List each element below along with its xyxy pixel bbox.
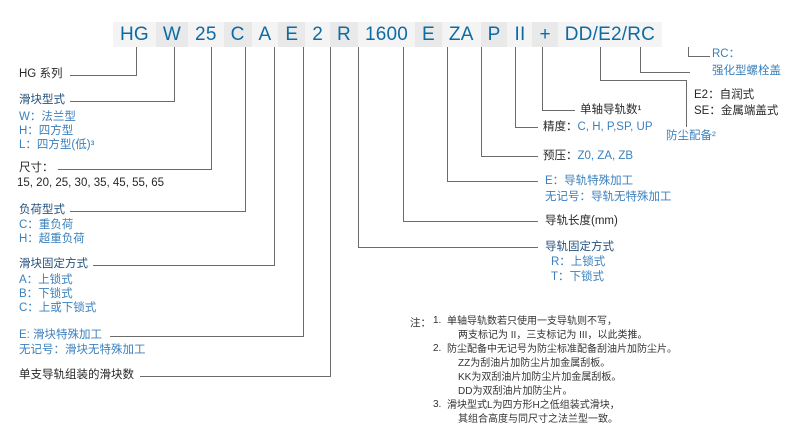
label-rail-length: 导轨长度(mm): [545, 215, 618, 227]
code-token-fix[interactable]: A: [251, 22, 279, 47]
label-size-values: 15, 20, 25, 30, 35, 45, 55, 65: [17, 177, 165, 189]
label-preload-key: 预压：: [543, 150, 578, 162]
model-code-row: HG W 25 C A E 2 R 1600 E ZA P II + DD/E2…: [113, 22, 663, 47]
label-rail-fix-opt-r: R：上锁式: [551, 256, 606, 268]
label-load-opt-h: H：超重负荷: [19, 233, 85, 245]
label-block-type-title: 滑块型式: [19, 94, 65, 106]
code-token-block-qty[interactable]: 2: [305, 22, 331, 47]
note-3-line-2: 其组合高度与同尺寸之法兰型一致。: [458, 414, 618, 425]
label-block-no-special: 无记号：滑块无特殊加工: [19, 344, 146, 356]
code-token-rail-spec[interactable]: E: [415, 22, 442, 47]
label-fix-opt-c: C：上或下锁式: [19, 302, 97, 314]
label-size-title: 尺寸：: [19, 162, 54, 174]
code-token-series[interactable]: HG: [113, 22, 156, 47]
label-dust-opt-e2: E2：自润式: [694, 89, 755, 101]
code-token-block-type[interactable]: W: [155, 22, 189, 47]
note-2-line-2: ZZ为刮油片加防尘片加金属刮板。: [458, 358, 611, 369]
note-1-line-2: 两支标记为 II，三支标记为 III，以此类推。: [458, 330, 648, 341]
label-fix-title: 滑块固定方式: [19, 258, 88, 270]
label-rc-key: RC：: [712, 48, 741, 60]
code-token-preload[interactable]: ZA: [441, 22, 481, 47]
label-block-type-opt-w: W：法兰型: [19, 111, 76, 123]
label-block-count: 单支导轨组装的滑块数: [19, 369, 134, 381]
label-preload: 预压：Z0, ZA, ZB: [543, 150, 633, 163]
label-rail-special: E：导轨特殊加工: [545, 175, 634, 187]
label-block-special: E: 滑块特殊加工: [19, 329, 103, 341]
label-rail-count: 单轴导轨数¹: [580, 104, 642, 116]
label-accuracy: 精度：C, H, P,SP, UP: [543, 121, 653, 134]
label-preload-values: Z0, ZA, ZB: [577, 150, 634, 162]
label-accuracy-values: C, H, P,SP, UP: [577, 121, 653, 133]
code-token-size[interactable]: 25: [188, 22, 224, 47]
note-1-line-1: 单轴导轨数若只使用一支导轨则不写，: [447, 316, 617, 327]
notes-heading: 注：: [410, 317, 431, 329]
label-rail-fix-opt-t: T：下锁式: [551, 271, 605, 283]
code-token-block-spec[interactable]: E: [278, 22, 306, 47]
note-2-line-3: KK为双刮油片加防尘片加金属刮板。: [458, 372, 622, 383]
label-block-type-opt-h: H：四方型: [19, 125, 74, 137]
code-token-rail-qty[interactable]: II: [507, 22, 533, 47]
label-fix-opt-a: A：上锁式: [19, 274, 73, 286]
code-token-rail-fix[interactable]: R: [330, 22, 358, 47]
label-dust-title: 防尘配备²: [666, 130, 716, 142]
code-token-plus[interactable]: +: [532, 22, 558, 47]
label-load-opt-c: C：重负荷: [19, 219, 74, 231]
label-rail-fix-title: 导轨固定方式: [545, 241, 614, 253]
note-number-1: 1.: [433, 315, 442, 326]
label-accuracy-key: 精度：: [543, 121, 578, 133]
code-token-load[interactable]: C: [223, 22, 252, 47]
code-token-accuracy[interactable]: P: [480, 22, 508, 47]
label-dust-opt-se: SE：金属端盖式: [694, 105, 779, 117]
note-number-3: 3.: [433, 399, 442, 410]
note-2-line-4: DD为双刮油片加防尘片。: [458, 386, 573, 397]
label-rc-desc: 强化型螺栓盖: [712, 65, 781, 77]
label-block-type-opt-l: L：四方型(低)³: [19, 139, 95, 151]
code-token-rail-len[interactable]: 1600: [357, 22, 416, 47]
note-number-2: 2.: [433, 343, 442, 354]
label-fix-opt-b: B：下锁式: [19, 288, 73, 300]
label-load-title: 负荷型式: [19, 204, 65, 216]
label-rail-no-special: 无记号：导轨无特殊加工: [545, 191, 672, 203]
note-3-line-1: 滑块型式L为四方形H之低组装式滑块，: [447, 400, 620, 411]
code-token-options[interactable]: DD/E2/RC: [557, 22, 663, 47]
label-hg-series: HG 系列: [19, 68, 63, 80]
note-2-line-1: 防尘配备中无记号为防尘标准配备刮油片加防尘片。: [447, 344, 677, 355]
